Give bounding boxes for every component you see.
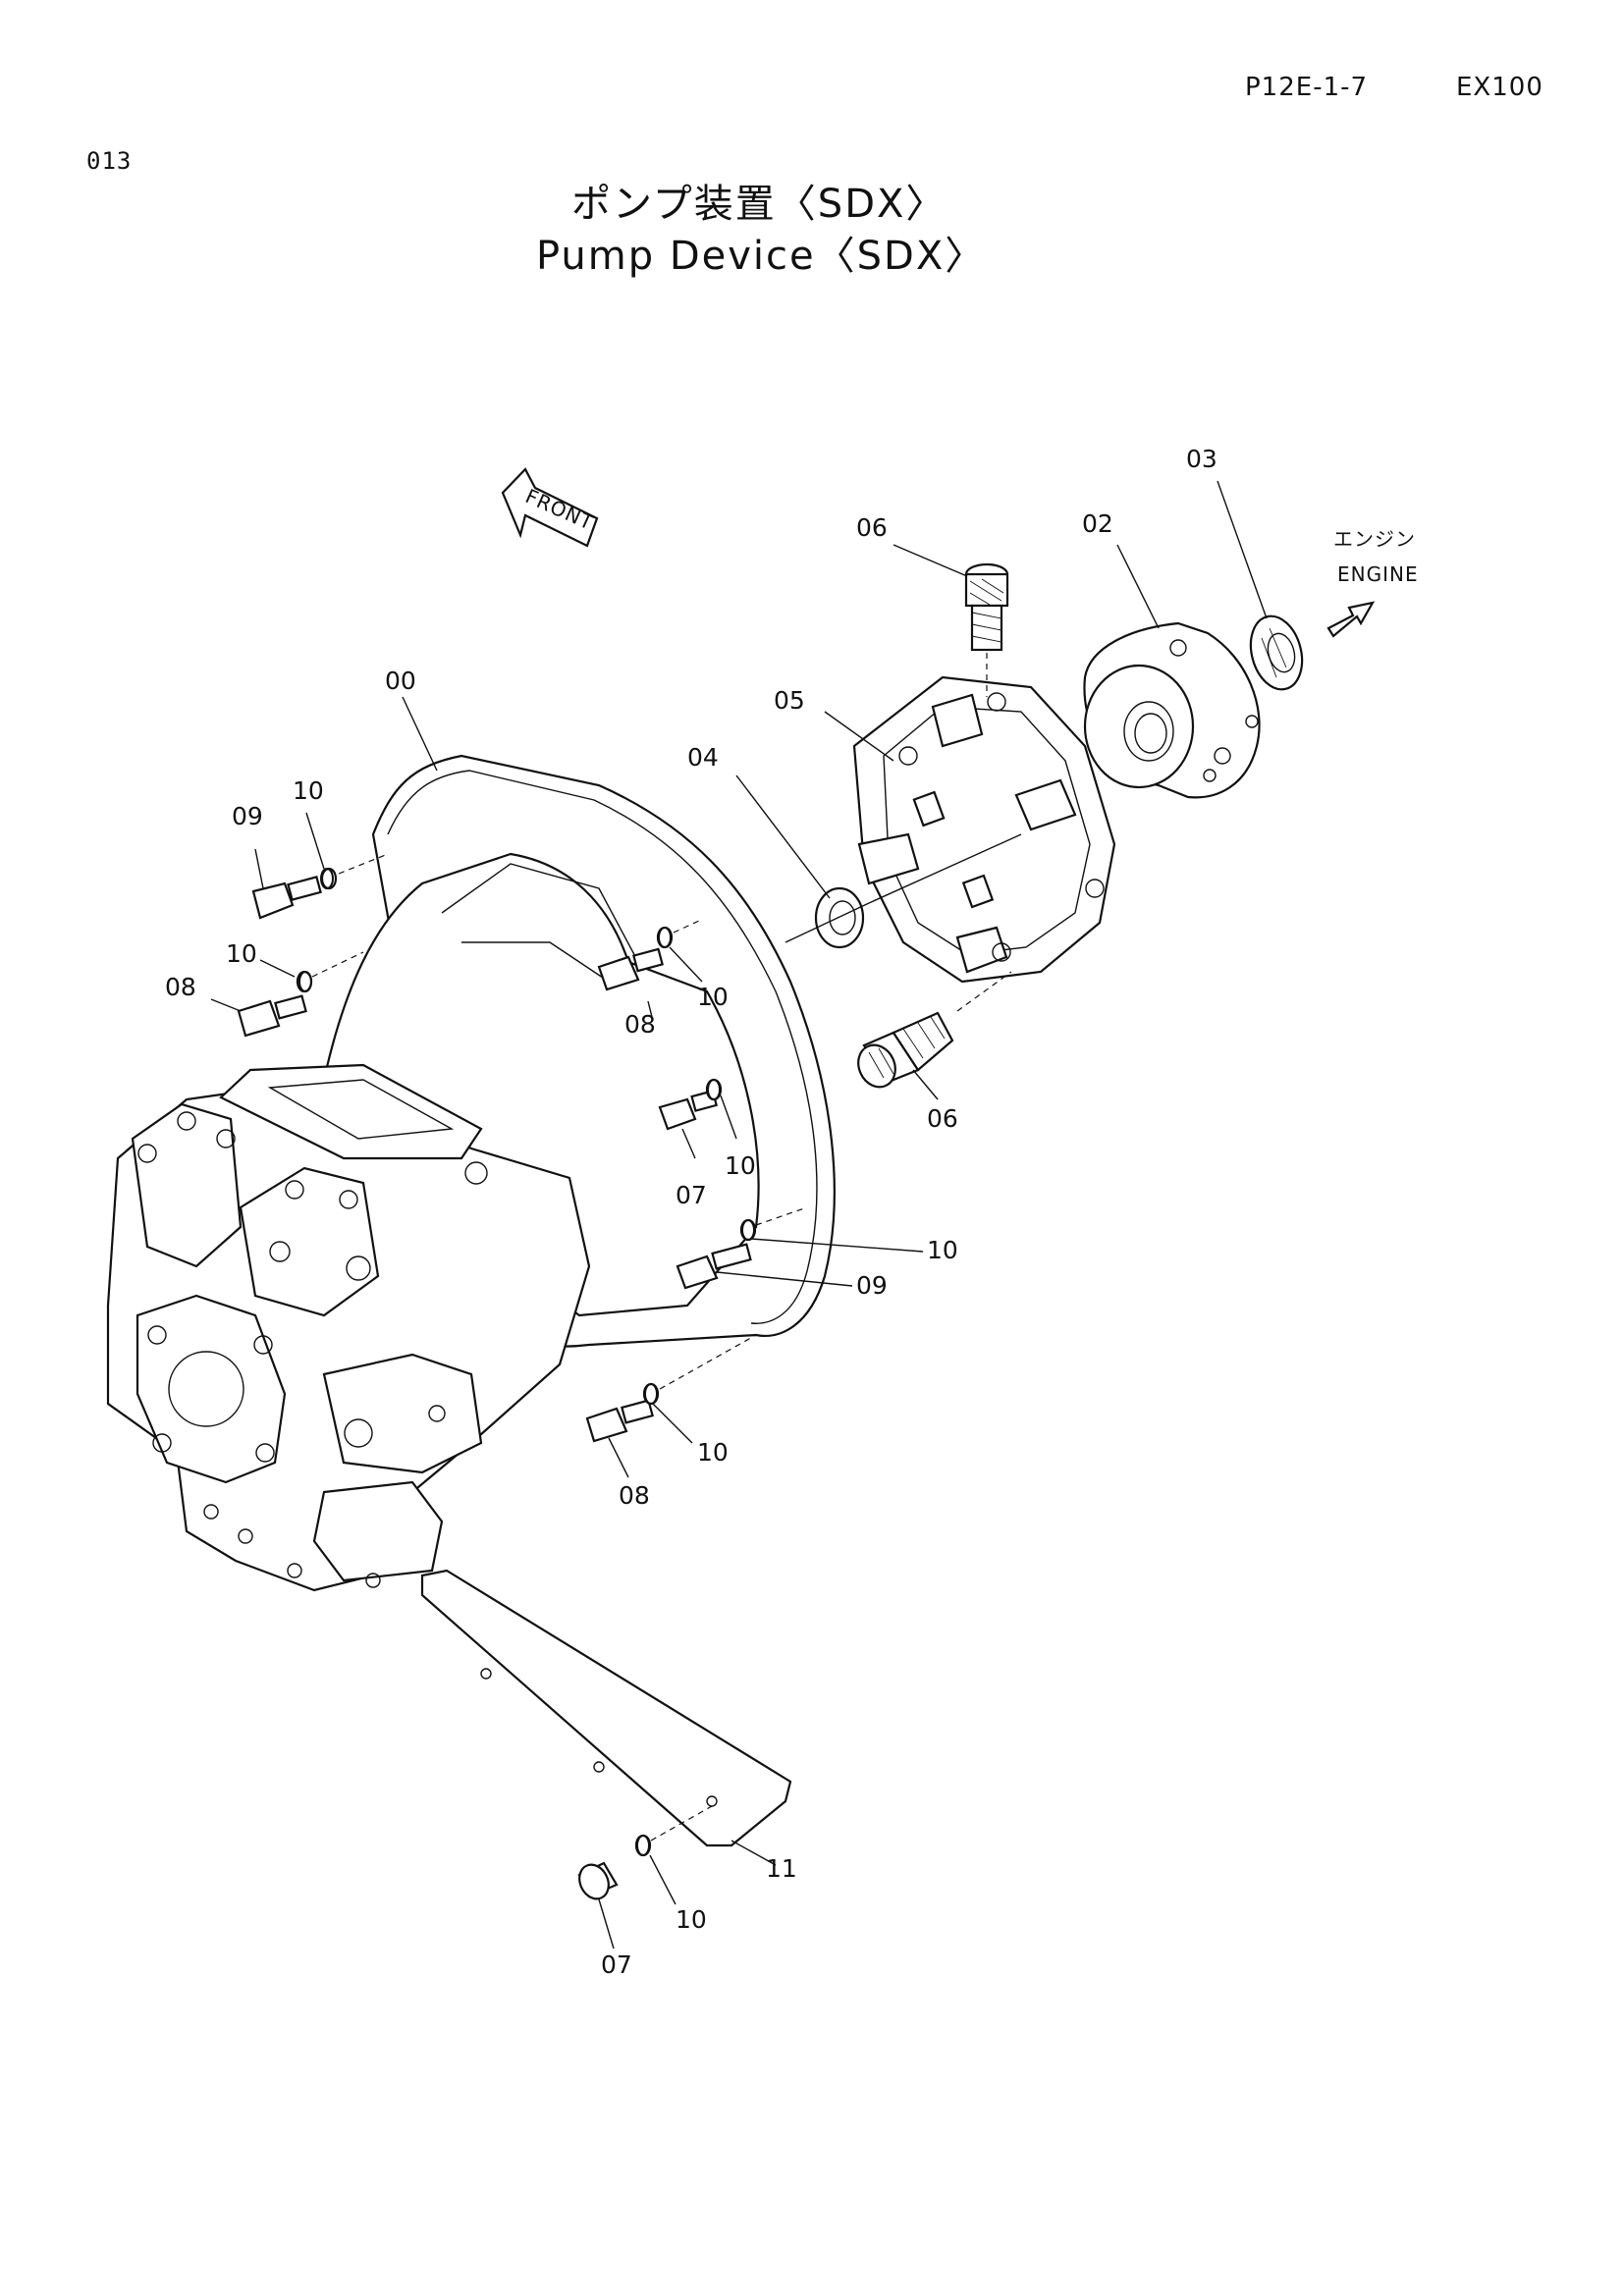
engine-arrow: エンジン ENGINE — [1326, 527, 1419, 638]
callout-08-left: 08 — [165, 973, 196, 1001]
bracket-plate — [420, 1569, 792, 1847]
callout-00: 00 — [385, 667, 416, 695]
coupling — [852, 675, 1116, 984]
washer-plate — [1249, 614, 1304, 691]
callout-06-upper: 06 — [856, 513, 888, 542]
callout-08-lower: 08 — [619, 1481, 650, 1510]
leader-lines — [210, 480, 1268, 1949]
shaft-seal — [784, 886, 870, 949]
o-ring-washers — [298, 868, 755, 1856]
bolt-09-upper — [251, 853, 389, 920]
title-english: Pump Device〈SDX〉 — [536, 234, 987, 279]
socket-bolt-upper — [964, 562, 1009, 697]
callout-09-upper: 09 — [232, 802, 263, 830]
callout-10-d: 10 — [725, 1151, 756, 1180]
callout-10-g: 10 — [676, 1905, 707, 1934]
callout-07-upper: 07 — [676, 1181, 707, 1209]
model-name: EX100 — [1456, 73, 1543, 102]
callout-06-lower: 06 — [927, 1104, 958, 1133]
callout-05: 05 — [774, 686, 805, 715]
callout-11: 11 — [766, 1854, 797, 1883]
callout-10-c: 10 — [697, 983, 729, 1011]
callout-08-mid: 08 — [624, 1010, 656, 1039]
callout-07-lower: 07 — [601, 1950, 632, 1979]
pump-housing — [106, 754, 836, 1592]
page-code: P12E-1-7 — [1245, 73, 1369, 102]
page-number: 013 — [86, 147, 133, 175]
bolt-08-lower — [585, 1334, 757, 1443]
front-arrow: FRONT — [501, 467, 599, 548]
callout-09-lower: 09 — [856, 1271, 888, 1300]
engine-label-jp: エンジン — [1333, 527, 1416, 551]
coupling-hub — [1083, 621, 1261, 799]
socket-bolt-lower — [857, 971, 1012, 1089]
callout-04: 04 — [687, 743, 719, 772]
callout-10-b: 10 — [226, 939, 257, 968]
engine-label-en: ENGINE — [1337, 562, 1419, 586]
callout-02: 02 — [1082, 509, 1113, 538]
callout-03: 03 — [1186, 445, 1217, 473]
callout-10-e: 10 — [927, 1236, 958, 1264]
title-japanese: ポンプ装置〈SDX〉 — [571, 182, 947, 227]
callout-10-f: 10 — [697, 1438, 729, 1467]
callout-10-a: 10 — [293, 776, 324, 805]
